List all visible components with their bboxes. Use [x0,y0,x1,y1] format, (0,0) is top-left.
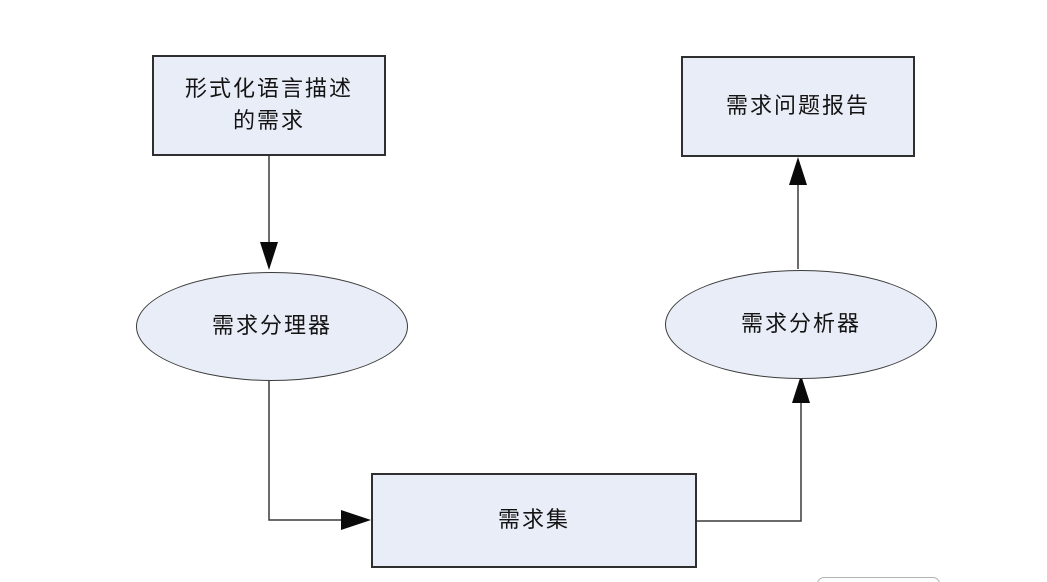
arrowhead-up-icon [789,157,807,185]
cutoff-popup-fragment [817,577,940,582]
node-label: 形式化语言描述 [184,76,353,102]
node-requirement-analyzer: 需求分析器 [665,270,937,379]
node-label: 需求集 [497,507,570,533]
arrowhead-down-icon [260,242,278,270]
node-label: 需求分析器 [740,311,861,337]
node-label: 需求分理器 [211,313,332,339]
connector-sorter-to-set [268,381,371,530]
node-requirement-sorter: 需求分理器 [136,272,408,381]
node-formal-language-requirements: 形式化语言描述 的需求 [152,55,386,156]
node-requirement-set: 需求集 [371,473,697,568]
connector-set-to-analyzer [697,375,810,522]
arrowhead-up-icon [792,375,810,403]
node-label: 的需求 [232,108,305,134]
connector-formal-to-sorter [260,156,278,270]
node-label: 需求问题报告 [725,93,870,119]
node-problem-report: 需求问题报告 [681,56,915,157]
arrowhead-right-icon [341,510,371,530]
connector-analyzer-to-report [789,157,807,269]
